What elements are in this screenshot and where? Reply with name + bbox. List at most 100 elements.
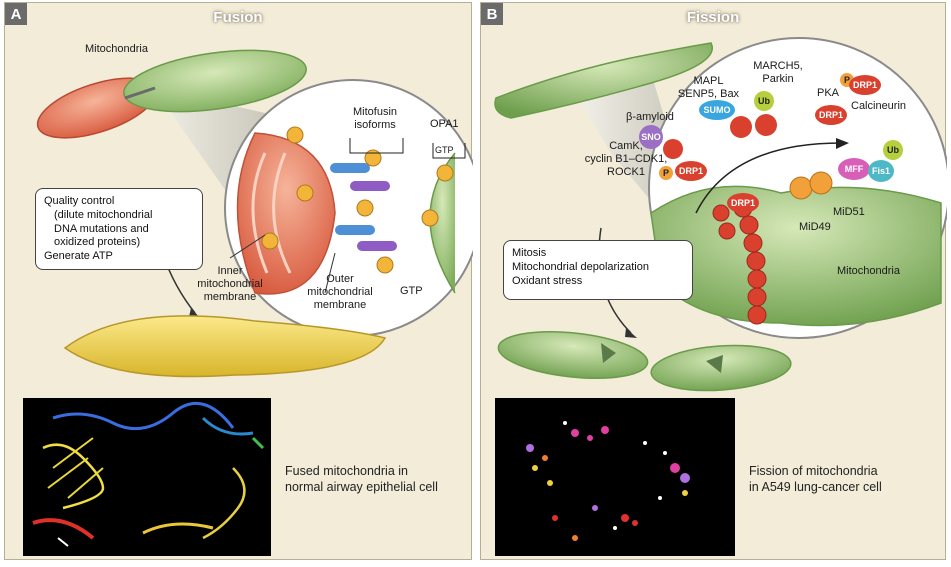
gtp-ball [364,149,382,167]
box-line: Generate ATP [44,250,113,262]
mitofusin-label: Mitofusin isoforms [340,106,410,132]
outer-membrane-label: Outer mitochondrial membrane [295,273,385,313]
fusion-caption: Fused mitochondria in normal airway epit… [285,463,438,496]
mitochondria-label: Mitochondria [85,43,148,55]
mitofusin-bar [330,163,370,173]
march5-label: MARCH5, Parkin [743,60,813,86]
fusion-illustration [36,49,473,378]
sno-pill [639,125,663,149]
camk-line: cyclin B1–CDK1, [584,153,668,166]
camk-label: CamK, cyclin B1–CDK1, ROCK1 [581,140,671,180]
gtp-ball [261,232,279,250]
red-membrane-section [236,132,336,295]
mitofusin-label-line: Mitofusin [352,106,398,118]
ub-text: Ub [887,145,899,155]
box-line: Mitochondrial depolarization [512,260,649,273]
mid49-label: MiD49 [799,221,831,233]
fis1-pill [868,160,894,182]
camk-line: CamK, [609,140,643,152]
mff-text: MFF [845,164,864,174]
gtp-ball [421,209,439,227]
outer-membrane-line: mitochondrial [307,286,373,299]
caption-line: Fission of mitochondria [749,464,878,478]
p-text: P [844,75,850,85]
ub-text: Ub [758,96,770,106]
mitofusin-label-line: isoforms [354,119,396,132]
box-line: Oxidant stress [512,274,583,287]
drp1-pill [727,193,759,213]
fis1-text: Fis1 [872,166,890,176]
green-mitochondrion [494,42,713,119]
panel-title-fusion: Fusion [213,9,263,26]
panel-title-fission: Fission [686,9,740,26]
gtp-ball [296,184,314,202]
box-line: (dilute mitochondrial [54,208,153,221]
camk-line: ROCK1 [607,166,645,179]
drp1-text: DRP1 [679,166,703,176]
inner-membrane-line: membrane [203,291,257,304]
inner-membrane-line: mitochondrial [197,278,263,291]
opa1-bracket [432,143,466,159]
gtp-ball [376,256,394,274]
pka-label: PKA [817,87,840,99]
box-line: DNA mutations and [54,222,149,235]
caption-line: normal airway epithelial cell [285,480,438,495]
mid51-label: MiD51 [833,206,865,218]
inner-membrane-line: Inner [217,265,243,277]
panel-fusion: A Fusion [4,2,473,560]
gtp-ball [286,126,304,144]
beta-amyloid-label: β-amyloid [626,111,674,123]
sumo-pill [699,100,735,120]
mitofusin-bar [357,241,397,251]
drp1-pill [815,105,847,125]
drp1-pill [675,161,707,181]
caption-line: in A549 lung-cancer cell [749,480,882,495]
march5-line: Parkin [762,73,794,86]
mapl-line: MAPL [693,75,724,87]
mitofusin-bar [350,181,390,191]
mitofusin-bracket [349,138,404,154]
drp1-text: DRP1 [731,198,755,208]
box-line: Mitosis [512,247,547,259]
mitochondria-label-b: Mitochondria [837,265,900,277]
drp1-text: DRP1 [819,110,843,120]
gtp-bottom-label: GTP [400,285,423,297]
outer-membrane-line: membrane [313,299,367,312]
p-pill [659,166,673,180]
outer-membrane-line: Outer [326,273,354,285]
green-mitochondrion [123,49,307,113]
panel-letter-b: B [481,3,503,25]
daughter-mitochondrion [497,331,649,379]
drp1-text: DRP1 [853,80,877,90]
panel-letter-a: A [5,3,27,25]
calcineurin-label: Calcineurin [851,100,907,112]
ub-pill [883,140,903,160]
mapl-line: SENP5, Bax [677,88,740,101]
gtp-ball [356,199,374,217]
fission-micrograph [495,398,735,556]
gtp-ball [436,164,454,182]
box-line: Quality control [44,195,115,207]
merge-arrow [124,86,156,100]
march5-line: MARCH5, [753,60,803,72]
sno-text: SNO [641,132,661,142]
fission-caption: Fission of mitochondria in A549 lung-can… [749,463,882,496]
box-line: oxidized proteins) [54,236,141,249]
sumo-text: SUMO [704,105,731,115]
mff-pill [838,158,870,180]
ub-pill [754,91,774,111]
p-text: P [663,168,669,178]
fused-mitochondrion [63,315,387,378]
fused-micrograph [23,398,271,556]
mitofusin-bar [335,225,375,235]
caption-line: Fused mitochondria in [285,464,408,478]
opa1-label: OPA1 [430,118,459,130]
fusion-functions-box: Quality control (dilute mitochondrial DN… [35,188,203,270]
mapl-label: MAPL SENP5, Bax [671,75,746,101]
fission-triggers-box: Mitosis Mitochondrial depolarization Oxi… [503,240,693,300]
fission-proteins: SUMO Ub SNO P DRP1 P DRP1 DRP1 DRP1 MFF … [639,73,903,213]
inner-membrane-label: Inner mitochondrial membrane [185,265,275,305]
gtp-top-label: GTP [435,145,454,155]
drp1-pill [849,75,881,95]
